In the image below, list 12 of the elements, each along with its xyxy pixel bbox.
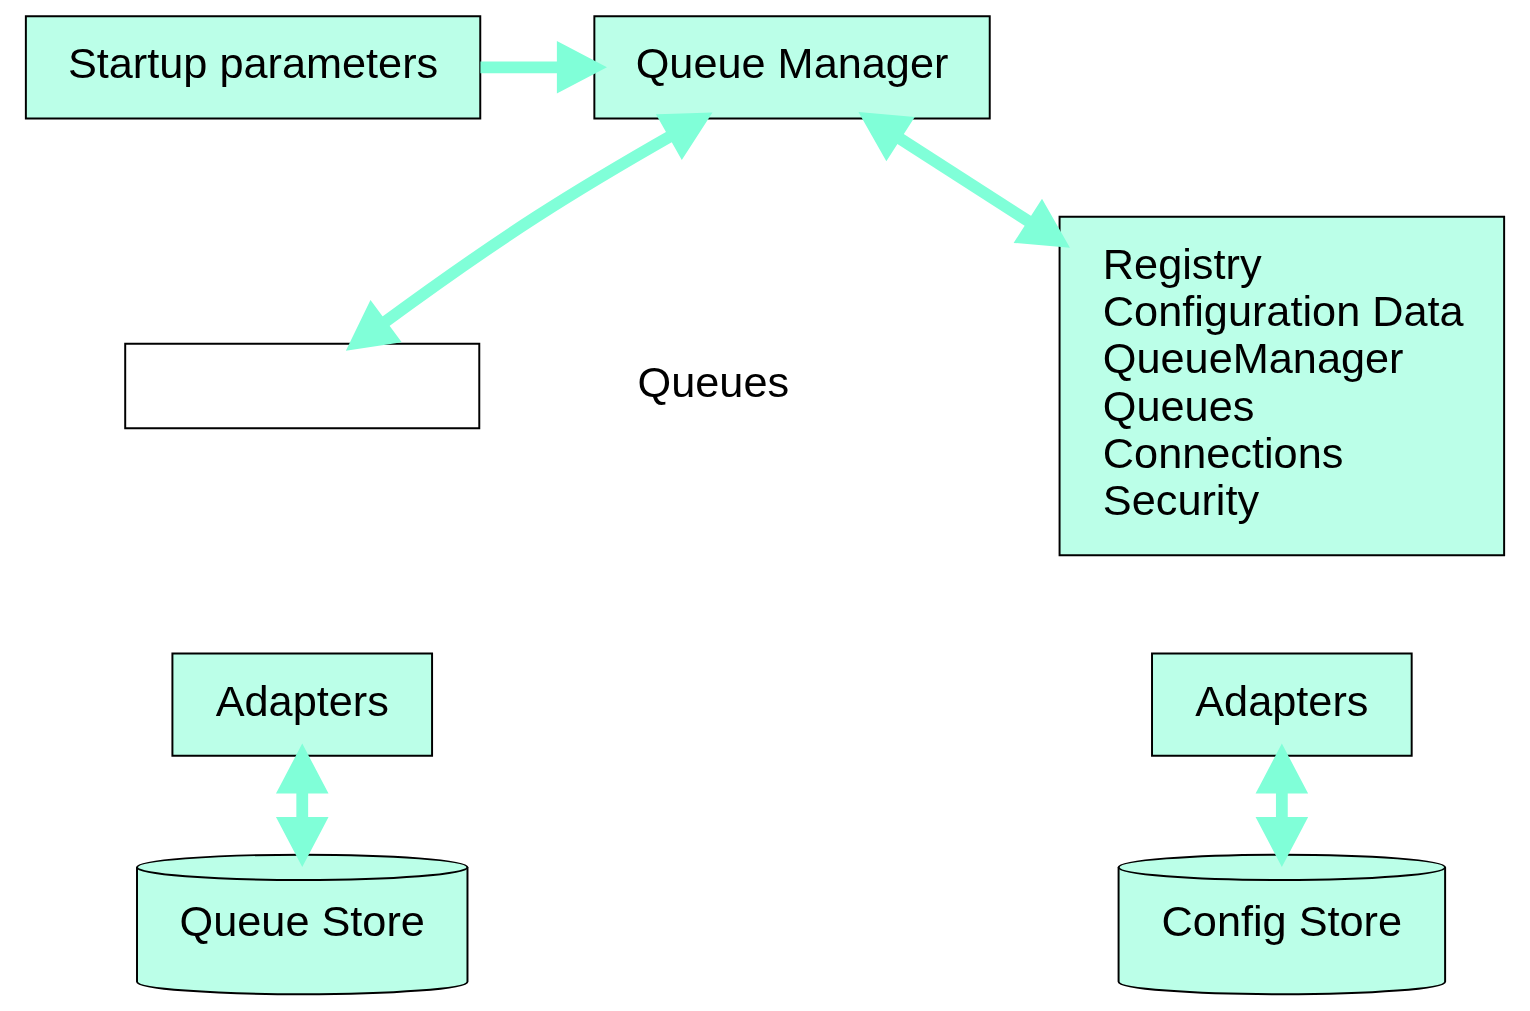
arrow	[858, 111, 1070, 248]
node-box: Startup parameters	[24, 15, 482, 120]
node-box: Queue Manager	[593, 15, 991, 120]
arrow	[345, 112, 713, 351]
arrow	[1255, 743, 1309, 868]
node-box: Adapters	[171, 652, 434, 757]
node-box	[124, 342, 481, 430]
node-label: Queues	[637, 358, 790, 407]
arrow	[480, 41, 607, 94]
arrow	[275, 743, 329, 868]
node-box: Adapters	[1151, 652, 1413, 757]
node-box: Registry Configuration Data QueueManager Queues Connections Security	[1058, 215, 1506, 557]
